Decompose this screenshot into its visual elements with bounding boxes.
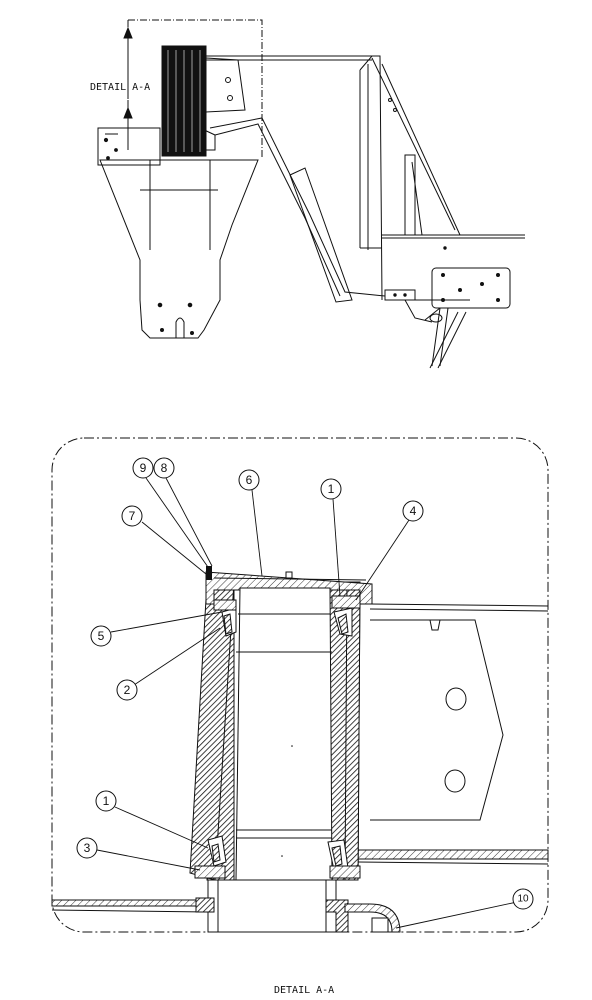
callout-9-circle [132,457,154,479]
elbow-guard [344,903,401,933]
arm-plate [370,619,504,821]
callout-2-circle [116,679,138,701]
callout-7-circle [121,505,143,527]
callout-6: 6 [246,473,253,487]
callout-5: 5 [98,629,105,643]
callout-8-circle [153,457,175,479]
spindle-shaft [235,587,333,881]
mounting-plate [431,267,511,309]
frame-upright [359,55,383,301]
callout-6-circle [238,469,260,491]
top-assembly-view [97,19,525,369]
callout-5-circle [90,625,112,647]
callout-9: 9 [140,461,147,475]
callout-2: 2 [124,683,131,697]
detail-caption: DETAIL A-A [274,985,334,996]
callout-1-bottom: 1 [103,794,110,808]
callout-10: 10 [517,894,529,905]
callout-4-circle [402,500,424,522]
callout-1-bottom-circle [95,790,117,812]
top-detail-label: DETAIL A-A [90,82,150,93]
detail-view: 9 8 6 1 7 4 5 2 1 3 10 [51,437,549,933]
callout-7: 7 [129,509,136,523]
hopper-body [99,159,259,339]
callout-3-circle [76,837,98,859]
callout-10-circle [512,888,534,910]
callout-8: 8 [161,461,168,475]
callout-1-top: 1 [328,482,335,496]
callout-1-top-circle [320,478,342,500]
callout-4: 4 [410,504,417,518]
callout-3: 3 [84,841,91,855]
detail-reference-frame [128,19,263,158]
